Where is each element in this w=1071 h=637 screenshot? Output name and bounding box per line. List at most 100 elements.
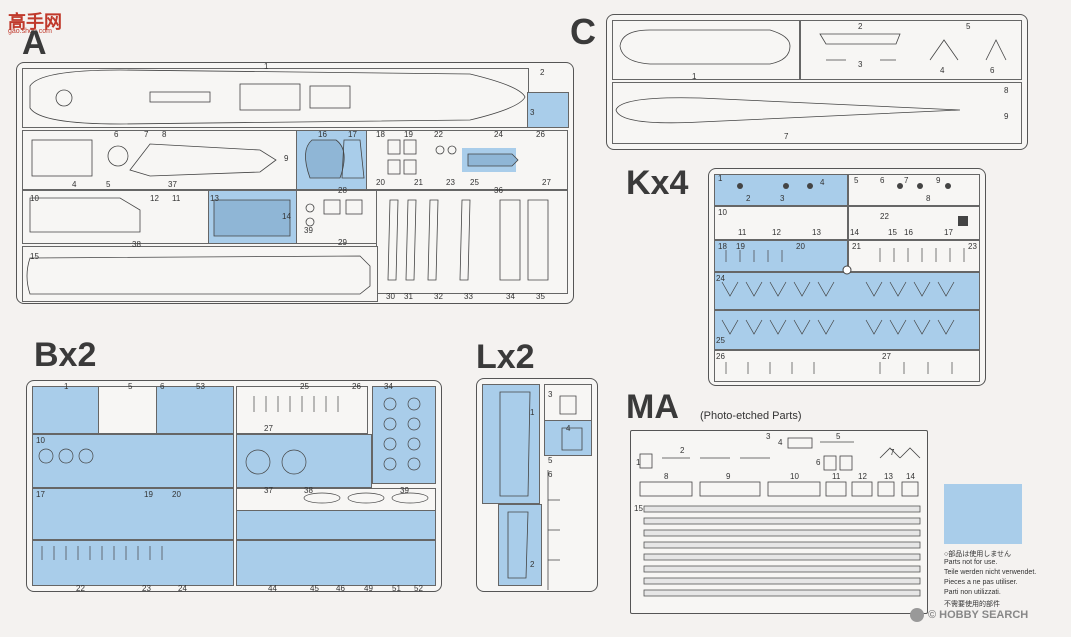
part-num-b-22: 22 [76,584,85,593]
part-num-k-26: 26 [716,352,725,361]
part-num-a-31: 31 [404,292,413,301]
part-num-k-20: 20 [796,242,805,251]
part-num-b-17: 17 [36,490,45,499]
sprue-b-cell-5 [98,386,158,434]
sprue-label-ma: MA [626,388,679,426]
part-num-ma-10: 10 [790,472,799,481]
part-num-a-14: 14 [282,212,291,221]
part-num-ma-11: 11 [832,472,841,481]
sprue-k-blue-1 [714,174,848,206]
part-num-ma-12: 12 [858,472,867,481]
part-num-a-19: 19 [404,130,413,139]
sprue-label-b: Bx2 [34,336,97,374]
part-num-b-34: 34 [384,382,393,391]
part-num-b-38: 38 [304,486,313,495]
part-num-a-15: 15 [30,252,39,261]
part-num-a-9: 9 [284,154,289,163]
part-num-l-5: 5 [548,456,553,465]
part-num-a-26: 26 [536,130,545,139]
part-num-b-37: 37 [264,486,273,495]
part-num-c-2: 2 [858,22,863,31]
part-num-a-33: 33 [464,292,473,301]
sprue-b-blue-43 [236,540,436,586]
part-num-k-21: 21 [852,242,861,251]
legend-it: Parti non utilizzati. [944,589,1001,596]
sprue-b-blue-10 [32,434,234,488]
part-num-a-16: 16 [318,130,327,139]
part-num-l-6: 6 [548,470,553,479]
part-num-b-45: 45 [310,584,319,593]
part-num-ma-3: 3 [766,432,771,441]
sprue-a-row3-left [22,190,210,244]
part-num-a-17: 17 [348,130,357,139]
sprue-label-l: Lx2 [476,338,535,376]
part-num-a-20: 20 [376,178,385,187]
sprue-k-blue-24b [714,310,980,350]
part-num-k-10: 10 [718,208,727,217]
part-num-ma-14: 14 [906,472,915,481]
sprue-a-hull-cell [22,246,378,302]
part-num-a-24: 24 [494,130,503,139]
part-num-b-5: 5 [128,382,133,391]
part-num-a-36: 36 [494,186,503,195]
part-num-b-26: 26 [352,382,361,391]
part-num-k-9: 9 [936,176,941,185]
sprue-k-cell-23 [848,240,980,272]
part-num-k-13: 13 [812,228,821,237]
sprue-k-cell-26 [714,350,980,382]
part-num-a-22: 22 [434,130,443,139]
part-num-b-24: 24 [178,584,187,593]
part-num-k-3: 3 [780,194,785,203]
sprue-b-blue-27 [236,434,372,488]
part-num-ma-13: 13 [884,472,893,481]
sprue-a-row3-mid [296,190,378,244]
part-num-k-11: 11 [738,228,747,237]
sprue-label-c: C [570,11,596,52]
sprue-b-blue-38 [236,510,436,540]
part-num-a-2: 2 [540,68,545,77]
hobby-search-tm: © [928,608,937,621]
part-num-a-34: 34 [506,292,515,301]
part-num-b-51: 51 [392,584,401,593]
part-num-b-20: 20 [172,490,181,499]
part-num-b-44: 44 [268,584,277,593]
part-num-c-3: 3 [858,60,863,69]
part-num-l-4: 4 [566,424,571,433]
sprue-label-k: Kx4 [626,164,689,202]
part-num-k-17: 17 [944,228,953,237]
part-num-c-9: 9 [1004,112,1009,121]
part-num-k-7: 7 [904,176,909,185]
part-num-l-3: 3 [548,390,553,399]
part-num-ma-1: 1 [636,458,641,467]
part-num-k-19: 19 [736,242,745,251]
part-num-b-25: 25 [300,382,309,391]
part-num-a-32: 32 [434,292,443,301]
part-num-b-27: 27 [264,424,273,433]
sprue-label-a: A [22,24,47,62]
part-num-a-23: 23 [446,178,455,187]
part-num-a-21: 21 [414,178,423,187]
part-num-a-3: 3 [530,108,535,117]
part-num-b-23: 23 [142,584,151,593]
part-num-a-11: 11 [172,194,181,203]
sprue-b-blue-17 [32,488,234,540]
sprue-a-blue-part [527,92,569,128]
part-num-a-6: 6 [114,130,119,139]
part-num-b-1: 1 [64,382,69,391]
part-num-c-8: 8 [1004,86,1009,95]
sprue-b-blue-6 [156,386,234,434]
hobby-search-watermark: © HOBBY SEARCH [910,608,1028,622]
part-num-k-8: 8 [926,194,931,203]
part-num-a-18: 18 [376,130,385,139]
sprue-k-blue-18 [714,240,848,272]
sprue-c-cell-2 [800,20,1022,80]
part-num-c-6: 6 [990,66,995,75]
part-num-k-1: 1 [718,174,723,183]
part-num-k-24: 24 [716,274,725,283]
part-num-a-35: 35 [536,292,545,301]
part-num-b-53: 53 [196,382,205,391]
part-num-k-16: 16 [904,228,913,237]
part-num-a-1: 1 [264,62,269,71]
part-num-a-13: 13 [210,194,219,203]
part-num-b-46: 46 [336,584,345,593]
